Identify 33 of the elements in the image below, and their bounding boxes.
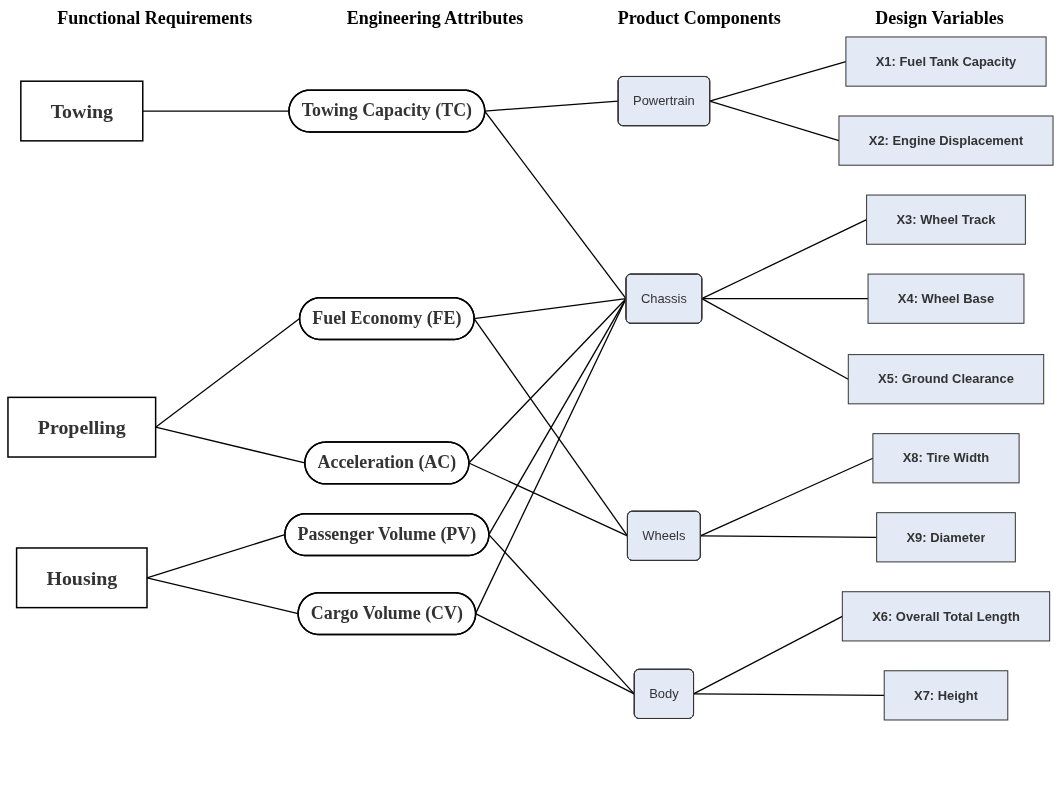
connector: [468, 298, 627, 464]
connector: [692, 615, 843, 695]
column-heading: Functional Requirements: [57, 8, 253, 29]
connector: [484, 110, 627, 300]
column-heading: Design Variables: [875, 8, 1004, 29]
node-box: X7: Height: [883, 670, 1009, 721]
connector: [468, 462, 629, 537]
node-box: X5: Ground Clearance: [847, 354, 1045, 405]
connector: [709, 60, 847, 102]
connector: [488, 533, 635, 695]
node-box: X2: Engine Displacement: [838, 115, 1054, 166]
node-box: Towing: [20, 80, 144, 142]
node-box: Propelling: [7, 396, 157, 458]
node-box: X3: Wheel Track: [866, 194, 1026, 245]
column-heading: Engineering Attributes: [346, 8, 524, 29]
node-box: X6: Overall Total Length: [841, 591, 1051, 642]
node-box: X8: Tire Width: [872, 433, 1020, 484]
connector: [701, 298, 849, 380]
connector: [155, 317, 301, 428]
connector: [699, 535, 878, 538]
node-box: X1: Fuel Tank Capacity: [845, 36, 1047, 87]
connector: [699, 457, 874, 537]
connector: [701, 219, 868, 300]
node-box: X9: Diameter: [876, 512, 1016, 563]
connector: [142, 110, 290, 112]
column-heading: Product Components: [617, 8, 781, 29]
node-box: Housing: [15, 547, 148, 609]
connector: [473, 298, 627, 320]
connector: [692, 693, 885, 697]
connector: [484, 100, 619, 112]
connector: [701, 298, 869, 300]
connector: [709, 100, 840, 142]
node-box: X4: Wheel Base: [867, 273, 1025, 324]
